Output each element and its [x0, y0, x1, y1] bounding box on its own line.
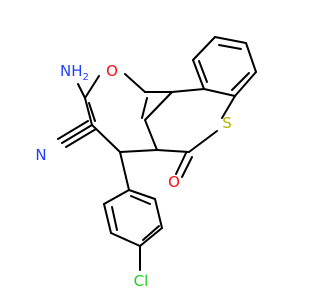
thio-bond	[156, 149, 190, 153]
thio-bond	[144, 91, 173, 121]
pyran-bond	[84, 97, 93, 126]
aryl-bond	[103, 189, 130, 205]
molecule-structure: NH2 O N S O Cl	[35, 36, 257, 290]
aryl-bond	[110, 232, 141, 247]
amino-group-label: NH2	[60, 62, 89, 83]
pyran-bond	[84, 75, 100, 99]
thio-bond	[144, 119, 158, 151]
aryl-bond	[139, 227, 163, 247]
benzo-inner-bond	[218, 44, 242, 50]
ring-oxygen-label: O	[106, 62, 118, 80]
aryl-inner-bond	[111, 206, 118, 231]
amino-label-text: NH	[60, 62, 83, 80]
nitrile-bond	[65, 128, 97, 148]
amino-label-subscript: 2	[83, 72, 89, 83]
bonds	[57, 36, 257, 271]
benzo-bond	[192, 36, 216, 61]
benzo-bond	[214, 36, 247, 44]
nitrile-bond	[57, 120, 89, 140]
benzo-bond	[234, 71, 257, 97]
aryl-bond	[128, 189, 156, 200]
carbonyl-oxygen-label: O	[168, 173, 180, 191]
aryl-inner-bond	[130, 195, 151, 205]
thio-bond	[188, 130, 218, 153]
benzo-bond	[192, 59, 205, 90]
nitrile-bond	[61, 124, 93, 144]
benzo-inner-bond	[231, 72, 250, 91]
benzo-bond	[203, 88, 236, 97]
pyran-bond	[141, 97, 148, 119]
pyran-bond	[119, 149, 158, 153]
aryl-bond	[103, 203, 112, 234]
aryl-link-bond	[119, 151, 130, 191]
pyran-bond	[124, 73, 146, 93]
carbonyl-bond	[175, 152, 187, 175]
chlorine-label: Cl	[134, 272, 149, 290]
amino-bond	[77, 83, 86, 99]
benzo-bond	[245, 42, 257, 73]
nitrile-nitrogen-label: N	[35, 146, 46, 164]
sulfur-label: S	[222, 114, 232, 132]
aryl-inner-bond	[142, 225, 160, 241]
carbonyl-bond	[181, 156, 193, 178]
pyran-bond	[88, 102, 96, 122]
aryl-bond	[154, 198, 163, 229]
benzo-inner-bond	[198, 60, 208, 83]
thio-bond	[221, 95, 236, 119]
thio-bond	[171, 88, 205, 93]
